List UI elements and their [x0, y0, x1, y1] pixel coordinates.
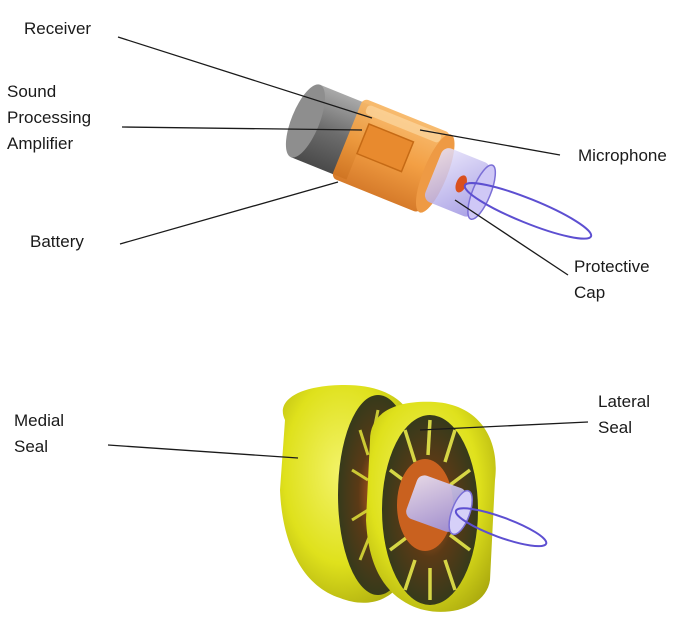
- receiver-leader: [117, 36, 373, 119]
- top-device: [285, 84, 593, 240]
- protective-cap-leader: [454, 199, 569, 276]
- label-lateral-seal: Lateral Seal: [598, 389, 650, 441]
- label-lateral-seal-line-1: Lateral: [598, 392, 650, 411]
- bottom-cap: [406, 475, 548, 548]
- amplifier-leader: [121, 126, 363, 131]
- bottom-device: [280, 385, 548, 612]
- label-microphone: Microphone: [578, 146, 667, 165]
- label-medial-seal: Medial Seal: [14, 408, 64, 460]
- battery-leader: [119, 181, 339, 245]
- amplifier-block: [355, 122, 415, 173]
- label-protective-cap-line-1: Protective: [574, 257, 650, 276]
- battery-end: [285, 84, 325, 158]
- label-medial-seal-line-1: Medial: [14, 411, 65, 430]
- label-amplifier-line-1: Sound: [7, 82, 57, 101]
- medial-seal-leader: [107, 444, 299, 459]
- housing-highlight: [365, 105, 442, 143]
- lateral-seal-leader: [419, 421, 589, 431]
- microphone-leader: [419, 129, 561, 156]
- label-protective-cap: Protective Cap: [574, 254, 650, 306]
- label-medial-seal-line-2: Seal: [14, 437, 49, 456]
- leader-lines: [107, 36, 589, 459]
- microphone-port: [455, 175, 467, 193]
- lateral-seal-fins: [388, 419, 472, 600]
- label-amplifier-line-3: Amplifier: [7, 134, 74, 153]
- cap-front: [467, 164, 497, 220]
- label-protective-cap-line-2: Cap: [574, 283, 606, 302]
- label-amplifier-line-2: Processing: [7, 108, 92, 127]
- label-sound-processing-amplifier: Sound Processing Amplifier: [7, 79, 91, 157]
- label-battery: Battery: [30, 232, 84, 251]
- protective-cap-loop: [463, 182, 593, 240]
- label-receiver: Receiver: [24, 19, 92, 38]
- label-lateral-seal-line-2: Seal: [598, 418, 633, 437]
